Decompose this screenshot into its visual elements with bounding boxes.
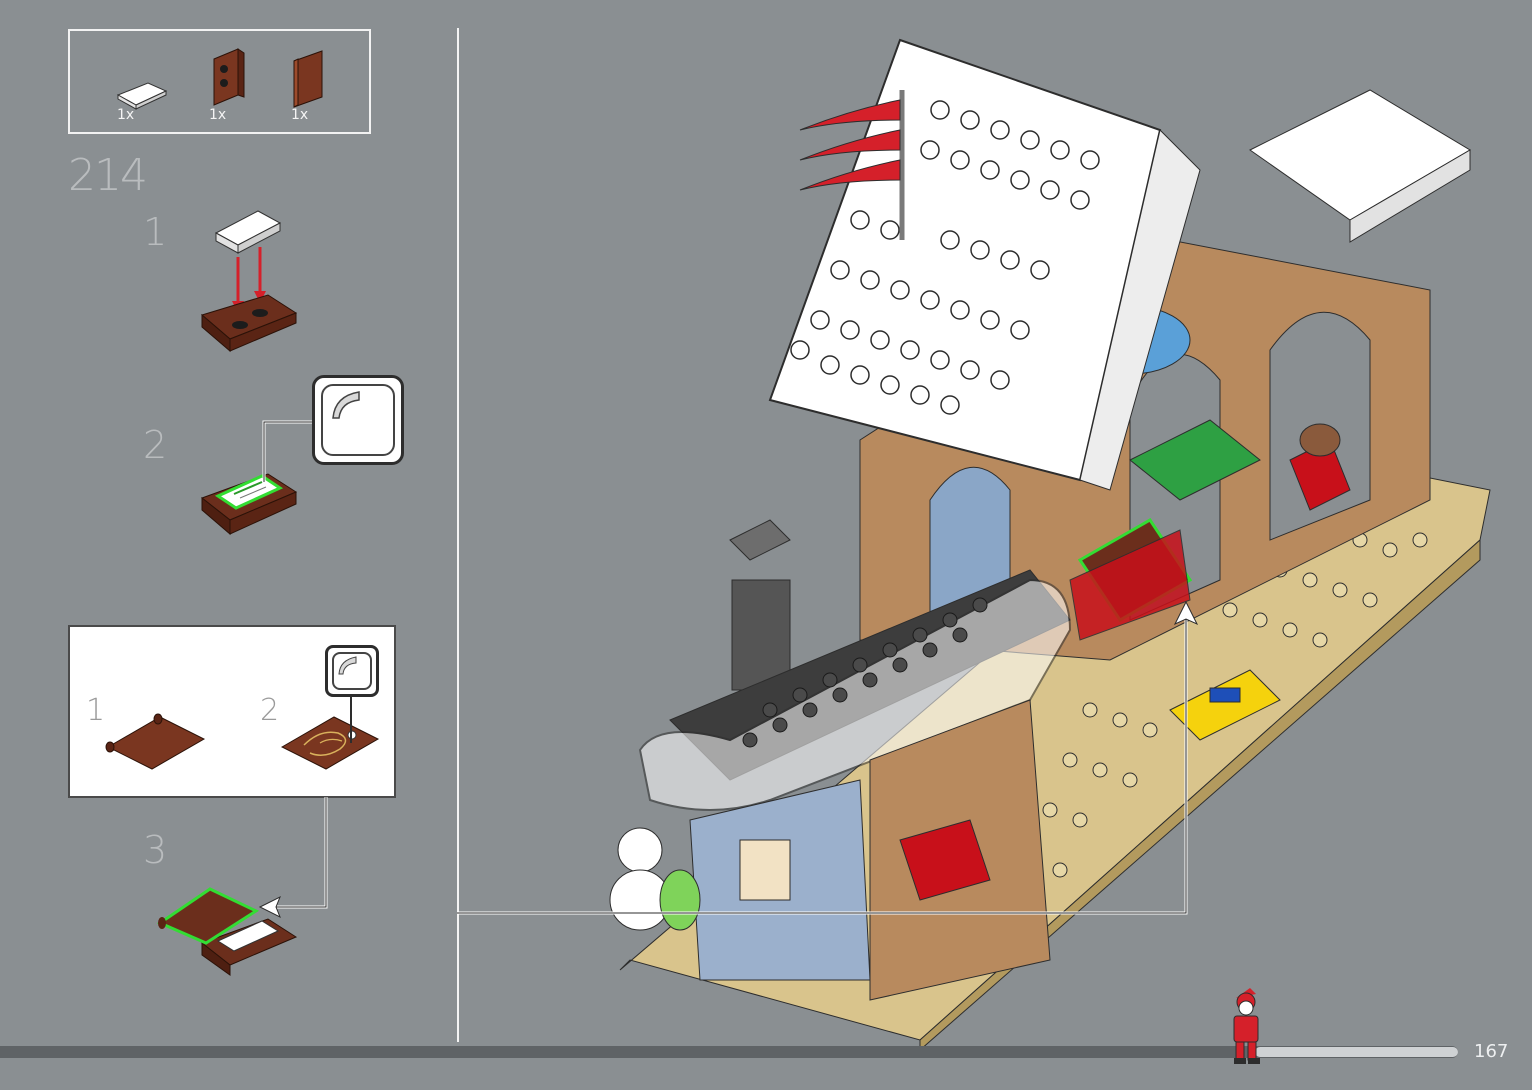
sticker-icon (325, 645, 379, 697)
peel-corner-icon (338, 656, 358, 676)
decorated-book-icon (280, 713, 390, 773)
substep-label: 2 (143, 423, 167, 467)
sub-assembly-callout: 1 2 (68, 625, 396, 798)
page-number: 167 (1474, 1041, 1508, 1062)
step-number: 214 (68, 150, 146, 201)
substep-label: 1 (143, 210, 167, 254)
white-tile-icon (216, 211, 280, 253)
brown-book-icon (288, 49, 338, 109)
brown-plate-icon (208, 45, 258, 105)
parts-list-box: 1x 1x 1x (68, 29, 371, 134)
peel-corner-icon (331, 390, 361, 420)
part-qty: 1x (209, 107, 226, 123)
santa-figure-icon (1226, 988, 1266, 1066)
part-qty: 1x (117, 107, 134, 123)
callout-step-label: 2 (260, 693, 279, 728)
substep-3-illustration (156, 885, 306, 975)
callout-step-label: 1 (86, 693, 105, 728)
sticker-connector (346, 697, 356, 757)
substep-1-illustration (196, 205, 306, 355)
sticker-icon (312, 375, 404, 465)
brown-sled-icon (202, 295, 296, 351)
progress-remaining (1255, 1047, 1458, 1057)
part-qty: 1x (291, 107, 308, 123)
brown-book-icon (106, 713, 216, 773)
substep-label: 3 (143, 828, 167, 872)
placement-arrow (457, 600, 1197, 920)
